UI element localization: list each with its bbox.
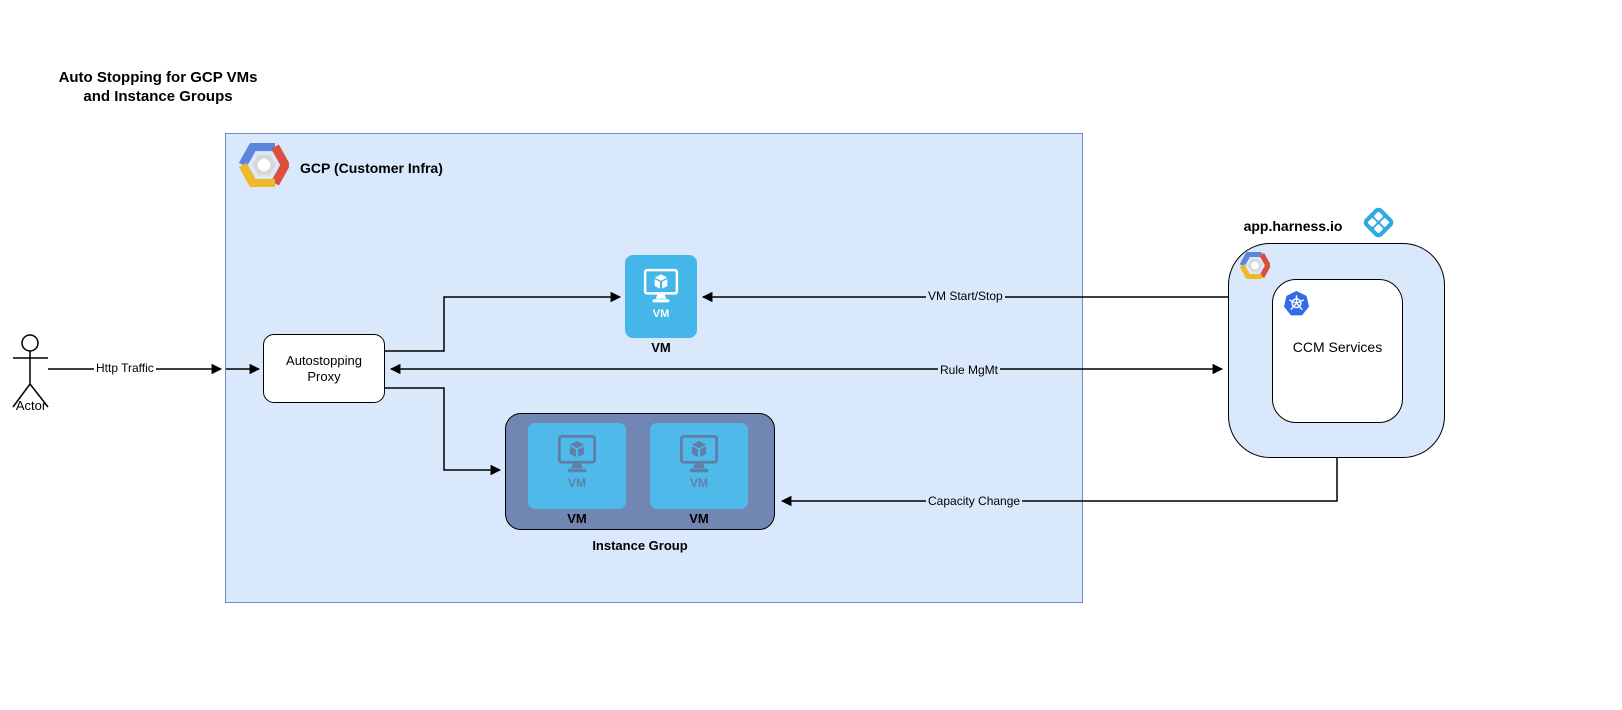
kubernetes-icon — [1284, 291, 1309, 316]
vm-caption: VM — [651, 340, 671, 355]
edge-label-rule-mgmt: Rule MgMt — [938, 363, 1001, 377]
instance-group-node: VM VM VM VM — [505, 413, 775, 530]
instance-group-vm-2: VM — [650, 423, 748, 509]
ccm-services-label: CCM Services — [1292, 339, 1383, 355]
vm-tile-text: VM — [568, 476, 586, 490]
edge-label-capacity-change: Capacity Change — [926, 494, 1023, 508]
edge-label-http-traffic: Http Traffic — [94, 361, 156, 375]
harness-logo-icon — [1363, 207, 1394, 238]
gcp-container-label: GCP (Customer Infra) — [300, 160, 443, 176]
instance-group-vm-2-caption: VM — [689, 511, 709, 526]
vm-monitor-icon — [557, 434, 597, 473]
autostopping-proxy-node: Autostopping Proxy — [263, 334, 385, 403]
diagram-title-line2: and Instance Groups — [83, 88, 233, 105]
diagram-title-line1: Auto Stopping for GCP VMs — [58, 69, 258, 86]
vm-monitor-icon — [679, 434, 719, 473]
diagram-title: Auto Stopping for GCP VMs and Instance G… — [38, 68, 278, 106]
vm-monitor-icon — [643, 268, 679, 303]
vm-node: VM — [625, 255, 697, 338]
instance-group-vm-1: VM — [528, 423, 626, 509]
actor-figure — [12, 334, 49, 408]
vm-tile-text: VM — [690, 476, 708, 490]
edge-label-vm-start-stop: VM Start/Stop — [926, 289, 1005, 303]
instance-group-vm-1-caption: VM — [567, 511, 587, 526]
gcp-logo-icon — [1240, 252, 1270, 279]
instance-group-caption: Instance Group — [592, 538, 688, 553]
gcp-logo-icon — [239, 143, 289, 187]
autostopping-proxy-label: Autostopping Proxy — [286, 352, 362, 384]
vm-tile-text: VM — [652, 308, 670, 320]
actor-label: Actor — [15, 398, 47, 413]
harness-label: app.harness.io — [1243, 218, 1343, 234]
